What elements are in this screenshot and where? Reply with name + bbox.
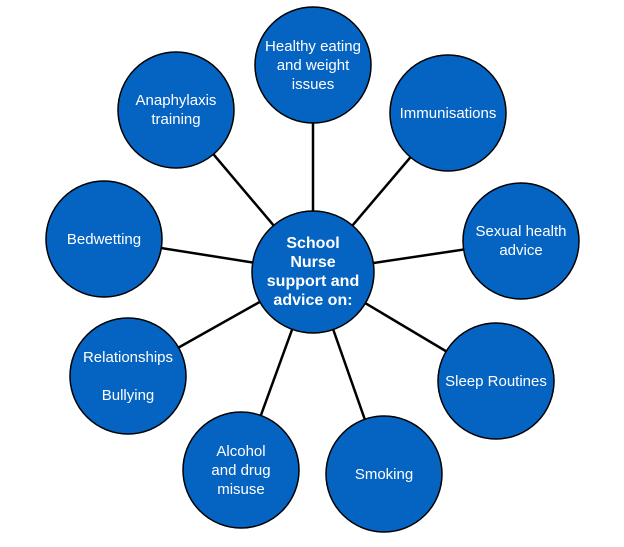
label-line: Alcohol xyxy=(216,442,266,460)
label-line: Nurse xyxy=(290,254,336,271)
label-line: misuse xyxy=(217,480,265,498)
topic-node-immunisations xyxy=(389,54,507,172)
topic-label-bedwetting: Bedwetting xyxy=(49,181,159,297)
topic-node-alcohol-drug xyxy=(182,411,300,529)
label-line: Healthy eating xyxy=(265,37,361,55)
topic-label-immunisations: Immunisations xyxy=(393,55,503,171)
label-line: Bedwetting xyxy=(66,230,142,248)
topic-node-anaphylaxis xyxy=(117,51,235,169)
label-line: and drug xyxy=(211,461,271,479)
label-line: advice on: xyxy=(273,292,353,309)
center-node xyxy=(251,210,375,334)
nodes xyxy=(45,6,580,533)
label-line: School xyxy=(286,235,340,252)
label-line: Smoking xyxy=(354,465,414,483)
topic-node-smoking xyxy=(325,415,443,533)
topic-node-sexual-health xyxy=(462,182,580,300)
topic-label-sexual-health: Sexual health advice xyxy=(466,183,576,299)
label-line: Bullying xyxy=(101,386,155,404)
label-line: Anaphylaxis xyxy=(135,92,217,109)
topic-node-sleep-routines xyxy=(437,322,555,440)
topic-node-relationships-bullying xyxy=(69,317,187,435)
topic-node-bedwetting xyxy=(45,180,163,298)
label-line: Immunisations xyxy=(399,104,497,122)
label-line: support and xyxy=(266,273,360,290)
label-line: advice xyxy=(499,242,543,259)
label-line: training xyxy=(151,111,201,128)
label-line: Sexual health xyxy=(475,223,567,240)
label-line: issues xyxy=(291,75,335,93)
topic-label-anaphylaxis: Anaphylaxis training xyxy=(121,52,231,168)
topic-label-sleep-routines: Sleep Routines xyxy=(441,323,551,439)
topic-label-smoking: Smoking xyxy=(329,416,439,532)
topic-node-healthy-eating xyxy=(254,6,372,124)
label-line: Relationships xyxy=(82,348,174,366)
label-line: Sleep Routines xyxy=(445,372,547,390)
label-line: and weight xyxy=(276,56,350,74)
